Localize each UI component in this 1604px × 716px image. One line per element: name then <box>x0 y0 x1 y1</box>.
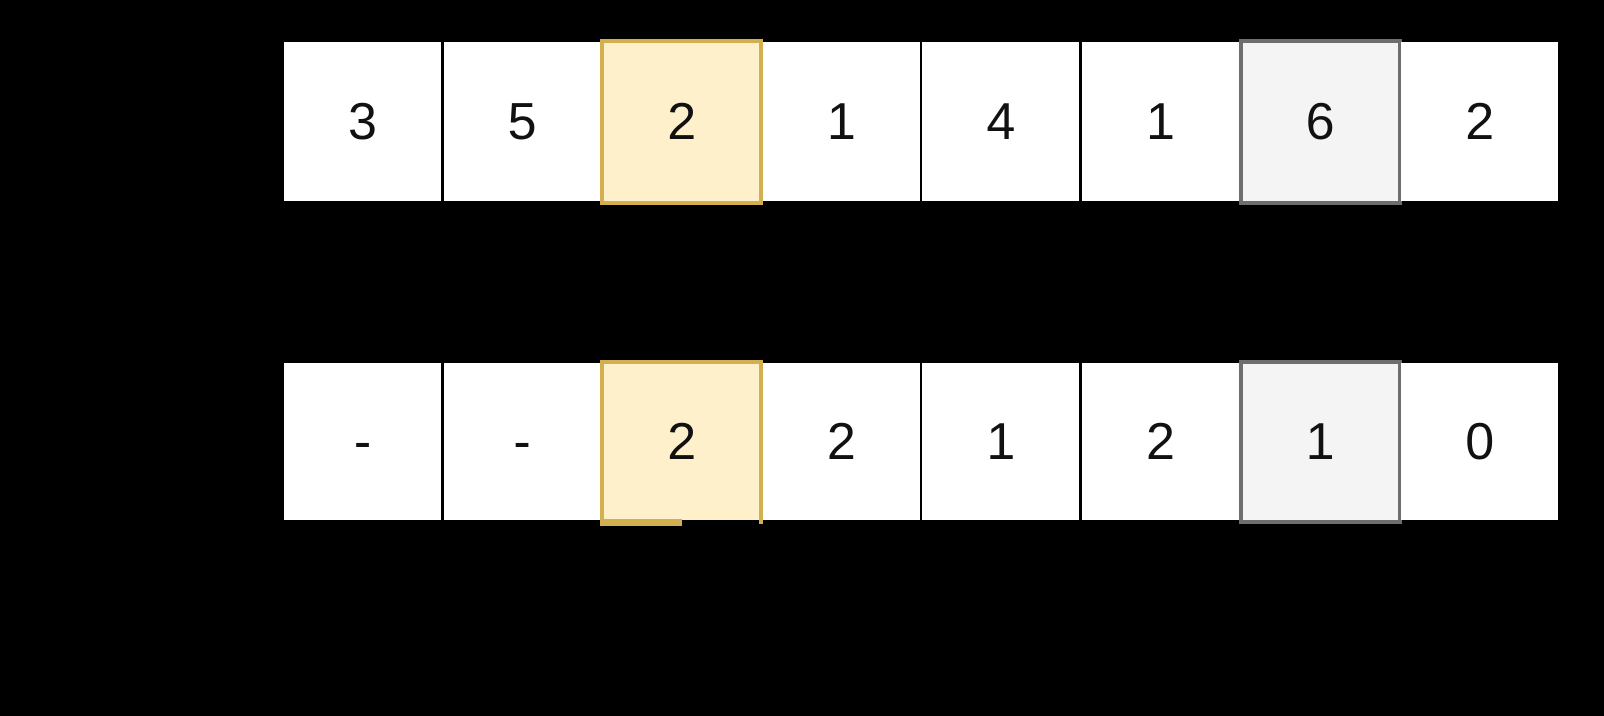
array-cell-highlighted-gray: 6 <box>1238 39 1402 205</box>
array-cell-highlighted-yellow: 2 <box>600 39 764 205</box>
array-cell: - <box>284 363 441 520</box>
array-cell: 1 <box>762 42 920 201</box>
array-cell: 1 <box>1081 42 1239 201</box>
bottom-array-row: - - 2 2 1 2 1 0 <box>284 360 1559 526</box>
array-cell: - <box>443 363 601 520</box>
array-cell: 2 <box>1081 363 1239 520</box>
array-cell: 1 <box>922 363 1080 520</box>
array-cell: 3 <box>284 42 441 201</box>
array-cell: 2 <box>762 363 920 520</box>
array-cell-highlighted-yellow: 2 <box>600 360 764 526</box>
array-cell: 5 <box>443 42 601 201</box>
array-cell-highlighted-gray: 1 <box>1238 360 1402 524</box>
array-cell: 4 <box>922 42 1080 201</box>
array-cell: 2 <box>1401 42 1559 201</box>
array-cell: 0 <box>1401 363 1559 520</box>
top-array-row: 3 5 2 1 4 1 6 2 <box>284 39 1559 205</box>
